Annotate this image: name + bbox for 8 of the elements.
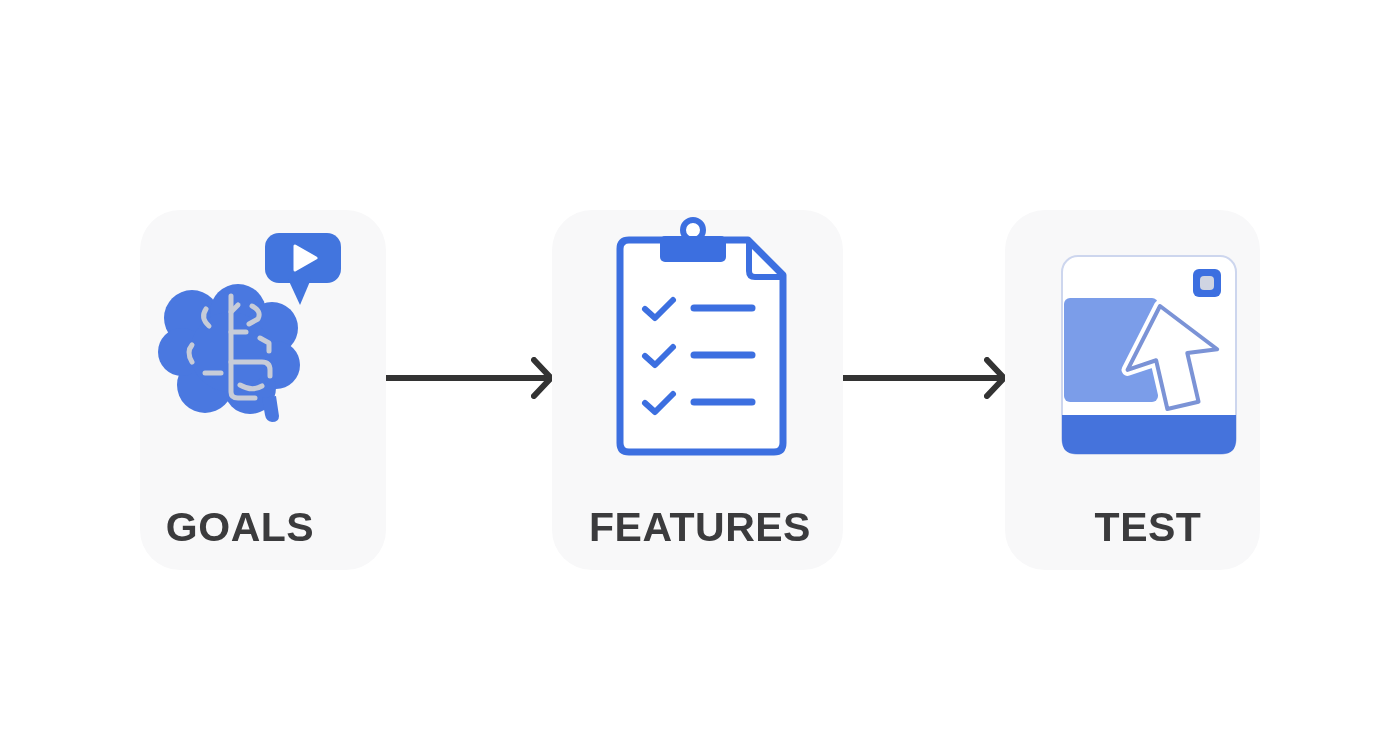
arrow <box>843 357 1007 399</box>
step-card <box>552 210 843 570</box>
step-label: FEATURES <box>589 507 811 548</box>
step-card <box>1005 210 1260 570</box>
step-card <box>140 210 386 570</box>
arrow <box>386 357 554 399</box>
step-label: GOALS <box>165 507 315 548</box>
step-label: TEST <box>1094 507 1202 548</box>
